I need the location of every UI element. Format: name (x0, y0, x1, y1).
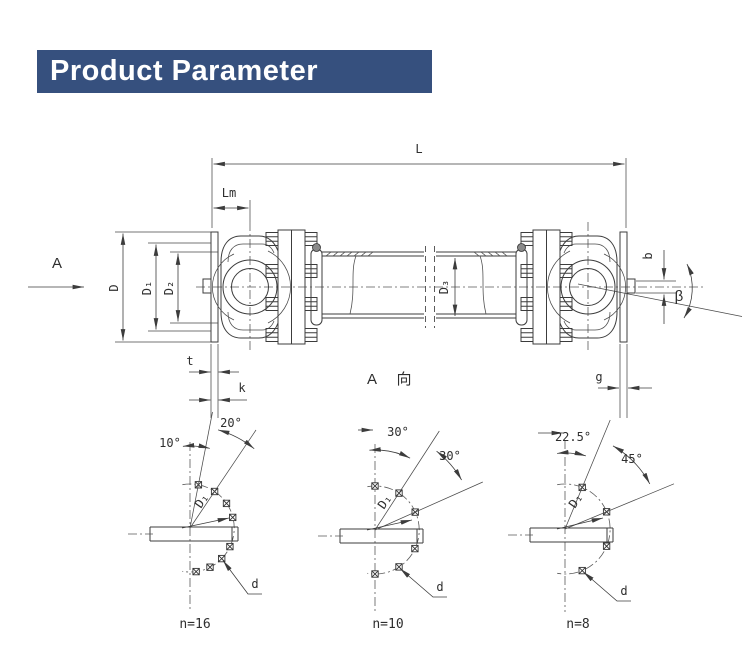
n8-bolt-circle-label: D₁ (566, 491, 586, 511)
dim-label-D: D (107, 284, 121, 291)
n10-hole-label: d (436, 580, 443, 594)
n16-count-label: n=16 (179, 617, 210, 632)
weld-hatch (325, 251, 508, 257)
n16-angle-first: 10° (159, 436, 181, 450)
section-header: Product Parameter (37, 50, 432, 93)
tube-break-lines (425, 246, 435, 328)
dim-D2: D₂ (162, 251, 218, 324)
dim-label-g: g (595, 370, 602, 384)
dim-g: g (595, 370, 652, 391)
section-title: Product Parameter (50, 55, 318, 87)
dim-label-beta: β (675, 288, 684, 305)
dim-label-k: k (238, 381, 246, 395)
dim-b: b (636, 250, 676, 324)
dim-label-D3: D₃ (437, 280, 451, 294)
dim-label-t: t (186, 354, 193, 368)
view-a-caption-letter: A (367, 371, 377, 388)
view-a-caption-cn: 向 (396, 371, 411, 388)
n8-angle-step: 45° (621, 452, 643, 466)
n10-count-label: n=10 (372, 617, 403, 632)
deflection-axis-line (577, 283, 743, 317)
dim-D: D (107, 231, 211, 343)
dim-label-Lm: Lm (222, 186, 236, 200)
n16-hole-label: d (251, 577, 258, 591)
view-a-arrow: A (28, 255, 85, 290)
bolt-circle-diagram-n16: 10° 20° D₁ d n=16 (128, 411, 262, 632)
n16-angle-step: 20° (220, 416, 242, 430)
view-a-caption: A 向 (367, 371, 412, 388)
left-universal-joint (203, 222, 322, 418)
dim-label-b: b (641, 252, 655, 259)
n8-hole-label: d (620, 584, 627, 598)
right-universal-joint (516, 222, 635, 418)
bolt-circle-diagram-n8: 22.5° 45° D₁ d n=8 (508, 419, 675, 632)
main-centerline (196, 283, 743, 317)
view-a-label: A (52, 255, 62, 272)
bolt-circle-diagram-n10: 30° 30° D₁ d n=10 (318, 425, 483, 632)
n10-angle-first: 30° (387, 425, 409, 439)
dim-k: k (189, 381, 247, 403)
n16-bolt-circle-label: D₁ (192, 491, 212, 511)
shaft-tube (322, 246, 516, 328)
dim-D1: D₁ (140, 242, 211, 332)
n10-bolt-circle-label: D₁ (375, 492, 395, 512)
n8-angle-first: 22.5° (555, 430, 591, 444)
dim-D3: D₃ (437, 257, 458, 317)
dim-Lm: Lm (213, 186, 251, 222)
dim-L: L (211, 142, 627, 228)
dim-label-D1: D₁ (140, 281, 154, 295)
dim-beta: β (675, 263, 694, 319)
dim-t: t (186, 354, 239, 375)
n10-angle-step: 30° (439, 449, 461, 463)
dim-label-D2: D₂ (162, 281, 176, 295)
n8-count-label: n=8 (566, 617, 589, 632)
dim-label-L: L (415, 142, 422, 156)
